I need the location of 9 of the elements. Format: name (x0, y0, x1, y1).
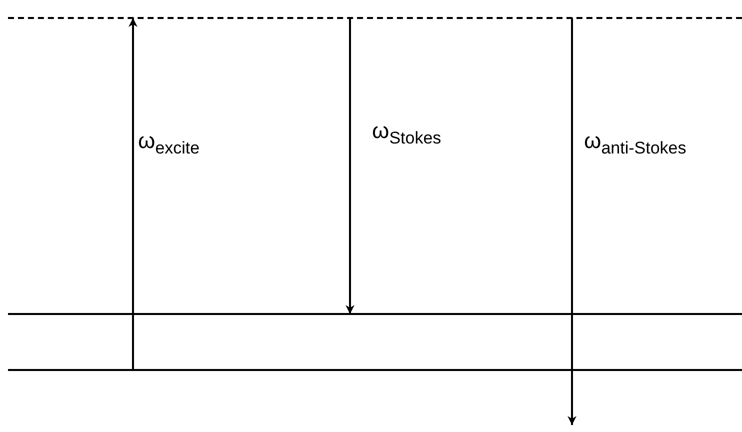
frequency-label: ω$_{excite}$ (138, 128, 200, 158)
arrow (128, 18, 138, 370)
frequency-label: ω$_{anti-Stokes}$ (584, 128, 686, 158)
virtual-level-line (8, 17, 742, 19)
energy-level-line (8, 369, 742, 371)
arrow (568, 18, 576, 425)
energy-level-line (8, 313, 742, 315)
arrow (346, 18, 354, 314)
frequency-label: ω$_{Stokes}$ (372, 118, 442, 148)
